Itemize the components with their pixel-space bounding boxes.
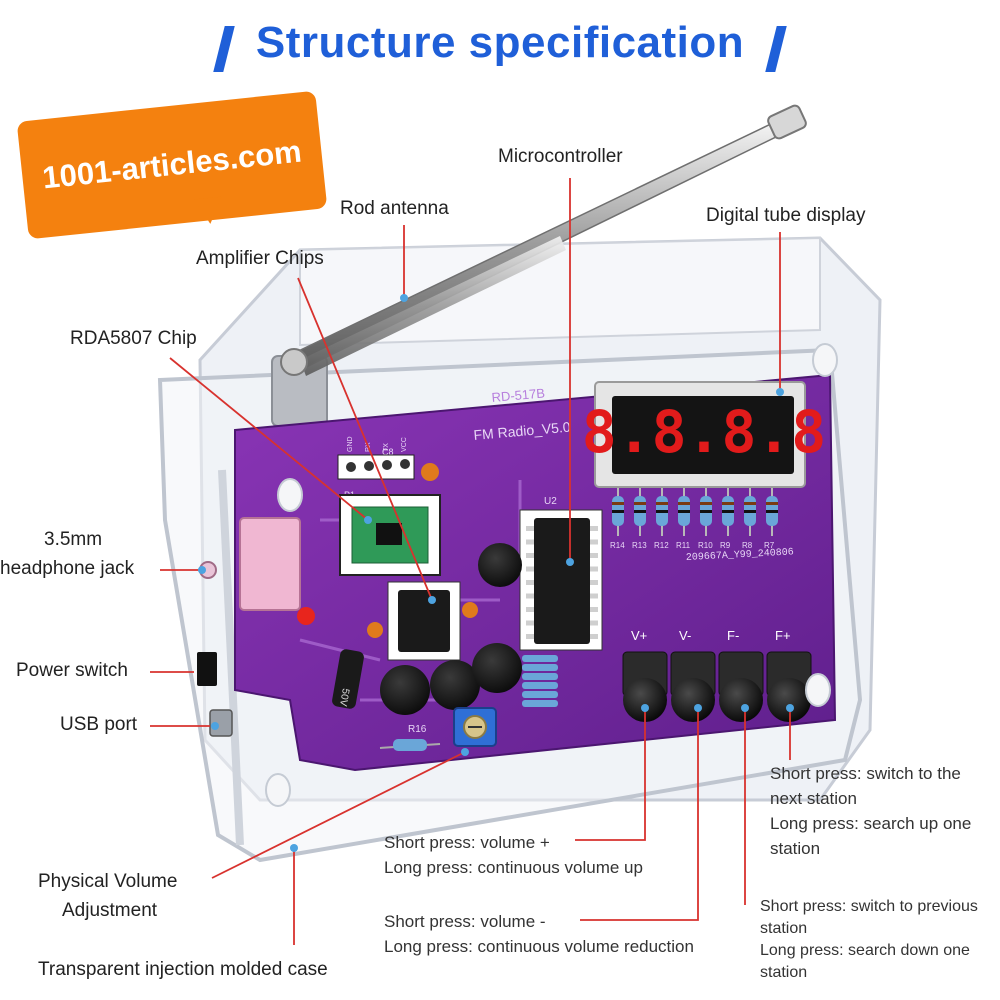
desc-volume-down: Short press: volume - Long press: contin…: [384, 909, 694, 959]
display-resistor: R7: [764, 488, 778, 550]
label-volume-adjustment-line1: Physical Volume: [38, 871, 178, 892]
antenna-tip: [767, 104, 807, 140]
desc-volume-up-short: Short press: volume +: [384, 833, 550, 852]
desc-volume-up-long: Long press: continuous volume up: [384, 858, 643, 877]
resistor-bank: R14 R13 R12 R11 R10 R9 R8 R7: [610, 488, 778, 550]
pin-label: TX: [383, 443, 390, 452]
volume-potentiometer: [453, 707, 497, 747]
desc-previous-station-line2: station: [760, 920, 808, 937]
power-switch-part: [197, 652, 217, 686]
display-resistor: R8: [742, 488, 756, 550]
leader-lines: [150, 178, 791, 945]
tactile-button: F+: [766, 628, 812, 722]
title-bar: Structure specification: [0, 18, 1000, 76]
display-resistor: R9: [720, 488, 734, 550]
mid-resistor: [522, 673, 558, 680]
desc-volume-up: Short press: volume + Long press: contin…: [384, 830, 643, 880]
c8-label: C8: [382, 447, 394, 457]
antenna-pivot: [280, 348, 308, 376]
display-resistor: R12: [654, 488, 669, 550]
desc-next-station-line1: Short press: switch to the: [770, 764, 961, 783]
label-power-switch: Power switch: [16, 660, 128, 681]
r16-resistor: [379, 739, 441, 751]
label-amplifier-chips: Amplifier Chips: [196, 248, 324, 269]
pin-label: VCC: [401, 437, 408, 452]
desc-previous-station-line4: station: [760, 964, 808, 981]
pin-label: GND: [347, 436, 354, 452]
desc-previous-station: Short press: switch to previous station …: [760, 896, 978, 984]
mid-resistor: [522, 655, 558, 662]
label-usb-port: USB port: [60, 714, 138, 735]
u2-label: U2: [544, 496, 557, 507]
tactile-button: V-: [670, 628, 716, 722]
button-label: F-: [727, 628, 739, 643]
resistor-label: R11: [676, 541, 691, 550]
resistor-label: R13: [632, 541, 647, 550]
label-digital-tube-display: Digital tube display: [706, 205, 866, 226]
resistor-label: R14: [610, 541, 625, 550]
rda5807-module: [339, 494, 441, 576]
desc-previous-station-line3: Long press: search down one: [760, 942, 970, 959]
microcontroller-ic: [519, 509, 603, 651]
label-volume-adjustment-line2: Adjustment: [62, 900, 158, 921]
desc-next-station-line3: Long press: search up one: [770, 814, 972, 833]
capacitor-voltage: 50V: [337, 687, 351, 707]
mid-resistor: [522, 682, 558, 689]
tactile-button: F-: [718, 628, 764, 722]
display-resistor: R10: [698, 488, 713, 550]
label-microcontroller: Microcontroller: [498, 146, 623, 167]
mid-resistor: [522, 700, 558, 707]
case-top-face: [299, 236, 821, 347]
button-label: F+: [775, 628, 791, 643]
resistor-label: R12: [654, 541, 669, 550]
display-resistor: R13: [632, 488, 647, 550]
desc-previous-station-line1: Short press: switch to previous: [760, 898, 978, 915]
label-headphone-jack-line2: headphone jack: [0, 558, 135, 579]
label-transparent-case: Transparent injection molded case: [38, 959, 328, 980]
resistor-label: R9: [720, 541, 731, 550]
tactile-button: V+: [622, 628, 668, 722]
label-rda5807-chip: RDA5807 Chip: [70, 328, 197, 349]
red-led: [297, 607, 315, 625]
display-digits: 8.8.8.8: [582, 398, 826, 466]
mid-resistor: [522, 691, 558, 698]
r16-label: R16: [408, 724, 427, 735]
display-resistor: R14: [610, 488, 625, 550]
resistor-label: R10: [698, 541, 713, 550]
resistor-label: R7: [764, 541, 775, 550]
desc-next-station-line2: next station: [770, 789, 857, 808]
digital-tube-display: 8.8.8.8: [582, 381, 826, 488]
ceramic-capacitors: [367, 463, 478, 638]
display-resistor: R11: [676, 488, 691, 550]
amplifier-ic: [387, 581, 461, 661]
electrolytic-capacitors: 50V: [332, 543, 522, 715]
resistor-label: R8: [742, 541, 753, 550]
desc-volume-down-long: Long press: continuous volume reduction: [384, 937, 694, 956]
mid-resistors: [522, 655, 558, 707]
board-model: RD-517B: [491, 385, 546, 405]
button-label: V-: [679, 628, 691, 643]
button-label: V+: [631, 628, 647, 643]
leader-dots: [198, 294, 794, 852]
desc-next-station-line4: station: [770, 839, 821, 858]
label-headphone-jack-line1: 3.5mm: [44, 529, 103, 550]
mid-resistor: [522, 664, 558, 671]
case-posts: [265, 343, 838, 807]
tactile-buttons: V+ V- F- F+: [622, 628, 812, 722]
label-rod-antenna: Rod antenna: [340, 198, 449, 219]
desc-volume-down-short: Short press: volume -: [384, 912, 546, 931]
page-title: Structure specification: [255, 18, 745, 67]
desc-next-station: Short press: switch to the next station …: [770, 761, 971, 861]
